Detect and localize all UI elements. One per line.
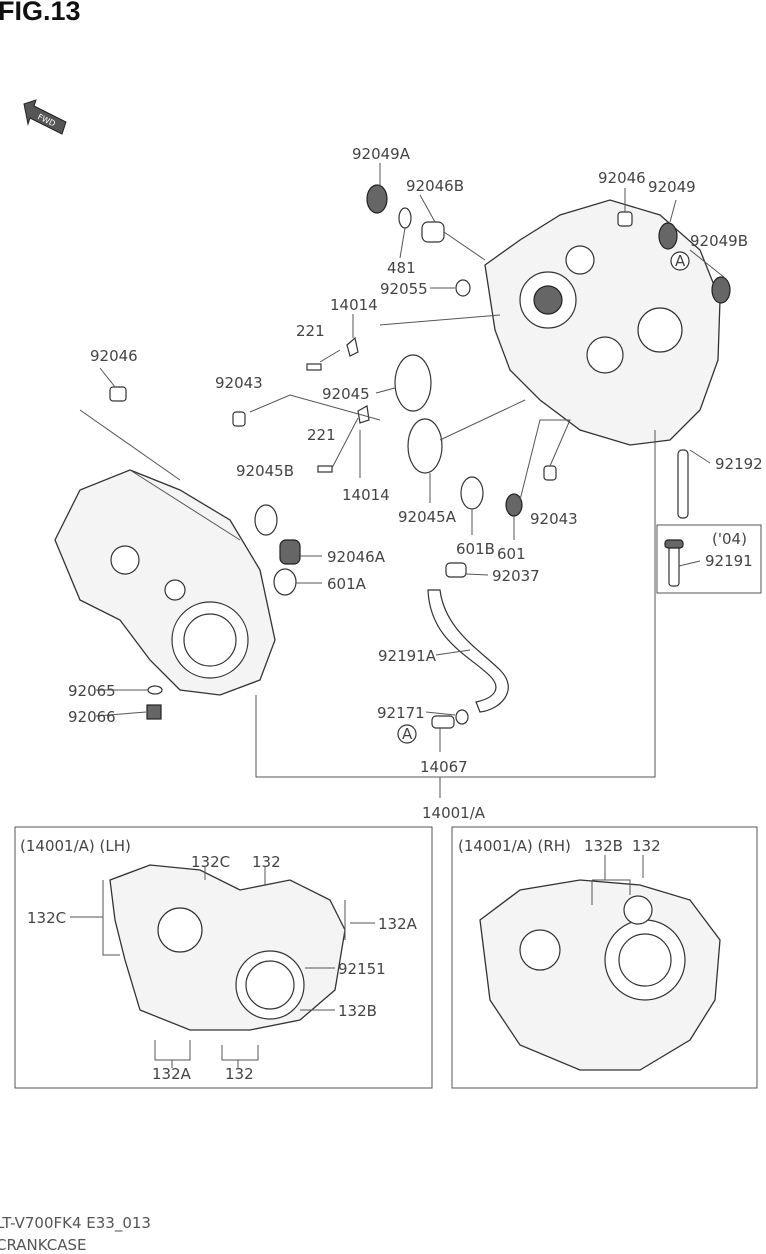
ball-bearing-92045A — [407, 418, 443, 474]
dowel-pin-92043 — [543, 465, 557, 481]
callout-92043: 92043 — [530, 510, 578, 528]
callout-92043: 92043 — [215, 374, 263, 392]
callout-221: 221 — [296, 322, 325, 340]
ball-bearing-601A — [273, 568, 297, 596]
callout-132: 132 — [225, 1065, 254, 1083]
callout-14001A: 14001/A — [422, 804, 486, 822]
callout-481: 481 — [387, 259, 416, 277]
oil-seal-92049 — [658, 222, 678, 250]
callout-92046-left: 92046 — [90, 347, 138, 365]
reference-a-label: A — [402, 725, 413, 743]
oil-seal-92049B — [711, 276, 731, 304]
callout-92046A: 92046A — [327, 548, 386, 566]
callout-92191: 92191 — [705, 552, 753, 570]
section-name: CRANKCASE — [0, 1236, 87, 1254]
ball-bearing-92045 — [394, 354, 432, 412]
plug-92066 — [146, 704, 162, 720]
callout-132: 132 — [252, 853, 281, 871]
right-crankcase-half — [484, 199, 721, 446]
figure-title: FIG.13 — [0, 0, 81, 26]
clamp-92037 — [445, 562, 467, 578]
fitting-14067 — [431, 715, 455, 729]
circlip-481 — [398, 207, 412, 229]
reference-circle-a — [670, 251, 690, 271]
callout-14067: 14067 — [420, 758, 468, 776]
callout-132C: 132C — [191, 853, 230, 871]
bolt-221 — [306, 363, 322, 371]
washer-92065 — [147, 685, 163, 695]
callout-92192: 92192 — [715, 455, 763, 473]
callout-92191A: 92191A — [378, 647, 437, 665]
o-ring-92055 — [455, 279, 471, 297]
callout-221: 221 — [307, 426, 336, 444]
callout-92171: 92171 — [377, 704, 425, 722]
reference-circle-a — [397, 724, 417, 744]
hose-92191A — [427, 589, 509, 713]
callout-132B: 132B — [584, 837, 623, 855]
pipe-92191 — [668, 545, 680, 587]
clamp-92171 — [455, 709, 469, 725]
callout-92045A: 92045A — [398, 508, 457, 526]
needle-bearing-92046A — [279, 539, 301, 565]
callout-92046B: 92046B — [406, 177, 464, 195]
ball-bearing-601B — [460, 476, 484, 510]
callout-92055: 92055 — [380, 280, 428, 298]
callout-92037: 92037 — [492, 567, 540, 585]
pipe-92192 — [677, 449, 689, 519]
left-crankcase-half — [54, 469, 276, 696]
callout-132B: 132B — [338, 1002, 377, 1020]
callout-601B: 601B — [456, 540, 495, 558]
rh-box-title: (14001/A) (RH) — [458, 837, 571, 855]
callout-92049A: 92049A — [352, 145, 411, 163]
leader-lines — [79, 163, 726, 798]
reference-a-label: A — [675, 252, 686, 270]
callout-92045B: 92045B — [236, 462, 294, 480]
callout-601A: 601A — [327, 575, 367, 593]
callout-132A: 132A — [152, 1065, 192, 1083]
callout-601: 601 — [497, 545, 526, 563]
callout-92049B: 92049B — [690, 232, 748, 250]
lh-box-title: (14001/A) (LH) — [20, 837, 131, 855]
callout-132A: 132A — [378, 915, 418, 933]
callout-14014: 14014 — [342, 486, 390, 504]
needle-bearing-92046B — [421, 221, 445, 243]
callout-92066: 92066 — [68, 708, 116, 726]
needle-bearing-92046 — [617, 211, 633, 227]
plate-14014 — [357, 405, 370, 424]
callout-92065: 92065 — [68, 682, 116, 700]
callout-92046: 92046 — [598, 169, 646, 187]
callout-92045: 92045 — [322, 385, 370, 403]
model-code: LT-V700FK4 E33_013 — [0, 1214, 151, 1232]
oil-seal-92049A — [366, 184, 388, 214]
variant-box-04 — [656, 524, 762, 594]
fwd-arrow-icon: FWD — [23, 99, 67, 135]
callout-132: 132 — [632, 837, 661, 855]
callout-variant-04: ('04) — [712, 530, 747, 548]
lh-crankcase-detail-box: (14001/A) (LH) 132C 132 132C 132A 92151 … — [14, 826, 433, 1089]
callout-14014: 14014 — [330, 296, 378, 314]
callout-132C: 132C — [27, 909, 66, 927]
ball-bearing-92045B — [254, 504, 278, 536]
needle-bearing-92046-left — [109, 386, 127, 402]
callout-92151: 92151 — [338, 960, 386, 978]
dowel-pin-92043 — [232, 411, 246, 427]
callout-92049: 92049 — [648, 178, 696, 196]
rh-crankcase-detail-box: (14001/A) (RH) 132B 132 — [451, 826, 758, 1089]
bolt-221 — [317, 465, 333, 473]
cap-92191 — [664, 539, 684, 549]
plate-14014 — [346, 336, 359, 357]
oil-seal-601 — [505, 493, 523, 517]
